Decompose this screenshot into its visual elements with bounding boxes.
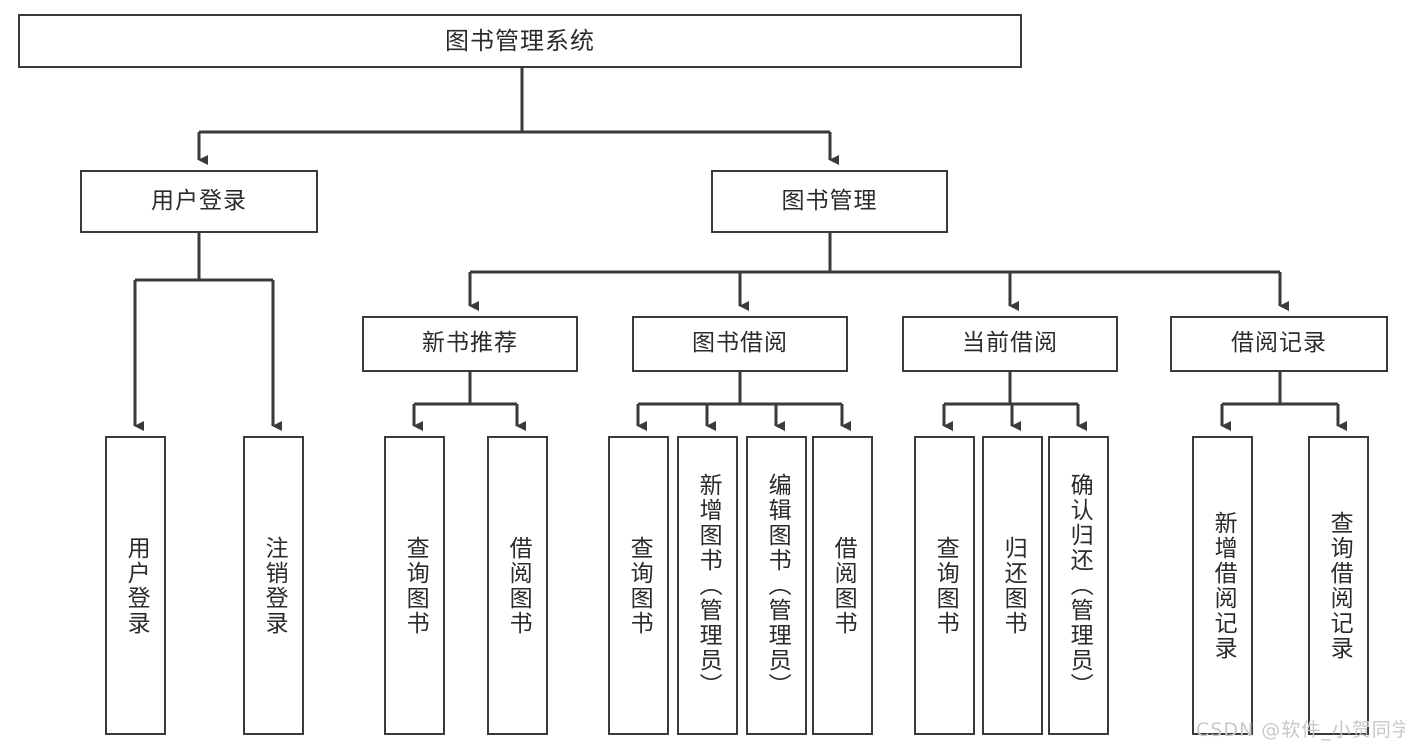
node-label: 查询图书	[626, 535, 653, 636]
leaf-borrow-record-query[interactable]: 查询借阅记录	[1308, 436, 1369, 735]
node-book-borrow[interactable]: 图书借阅	[632, 316, 848, 372]
node-label: 当前借阅	[962, 330, 1058, 357]
node-label: 确认归还（管理员）	[1066, 473, 1093, 698]
node-label: 借阅图书	[830, 535, 857, 636]
leaf-user-login-login[interactable]: 用户登录	[105, 436, 166, 735]
leaf-current-borrow-return[interactable]: 归还图书	[982, 436, 1043, 735]
node-user-login[interactable]: 用户登录	[80, 170, 318, 233]
node-label: 用户登录	[151, 187, 247, 214]
node-label: 图书借阅	[692, 330, 788, 357]
node-label: 借阅记录	[1231, 330, 1327, 357]
leaf-current-borrow-query[interactable]: 查询图书	[914, 436, 975, 735]
node-borrow-record[interactable]: 借阅记录	[1170, 316, 1388, 372]
node-label: 查询图书	[932, 535, 959, 636]
node-label: 查询图书	[402, 535, 429, 636]
leaf-book-borrow-query[interactable]: 查询图书	[608, 436, 669, 735]
leaf-borrow-record-add[interactable]: 新增借阅记录	[1192, 436, 1253, 735]
node-label: 借阅图书	[505, 535, 532, 636]
node-current-borrow[interactable]: 当前借阅	[902, 316, 1118, 372]
node-label: 新增借阅记录	[1210, 510, 1237, 661]
node-label: 图书管理系统	[445, 26, 595, 55]
node-book-manage[interactable]: 图书管理	[711, 170, 948, 233]
leaf-book-borrow-borrow[interactable]: 借阅图书	[812, 436, 873, 735]
node-label: 归还图书	[1000, 535, 1027, 636]
node-label: 图书管理	[781, 187, 878, 214]
node-new-book-recommend[interactable]: 新书推荐	[362, 316, 578, 372]
node-label: 查询借阅记录	[1326, 510, 1353, 661]
leaf-book-borrow-add[interactable]: 新增图书（管理员）	[677, 436, 738, 735]
leaf-new-book-query[interactable]: 查询图书	[384, 436, 445, 735]
node-label: 注销登录	[261, 535, 288, 636]
leaf-book-borrow-edit[interactable]: 编辑图书（管理员）	[746, 436, 807, 735]
leaf-current-borrow-confirm[interactable]: 确认归还（管理员）	[1048, 436, 1109, 735]
leaf-user-login-logout[interactable]: 注销登录	[243, 436, 304, 735]
node-label: 用户登录	[123, 535, 150, 636]
node-label: 新增图书（管理员）	[695, 473, 722, 698]
node-label: 编辑图书（管理员）	[764, 473, 791, 698]
leaf-new-book-borrow[interactable]: 借阅图书	[487, 436, 548, 735]
csdn-watermark: CSDN @软件_小贺同学	[1196, 719, 1405, 741]
node-label: 新书推荐	[422, 330, 518, 357]
node-root-system[interactable]: 图书管理系统	[18, 14, 1022, 68]
